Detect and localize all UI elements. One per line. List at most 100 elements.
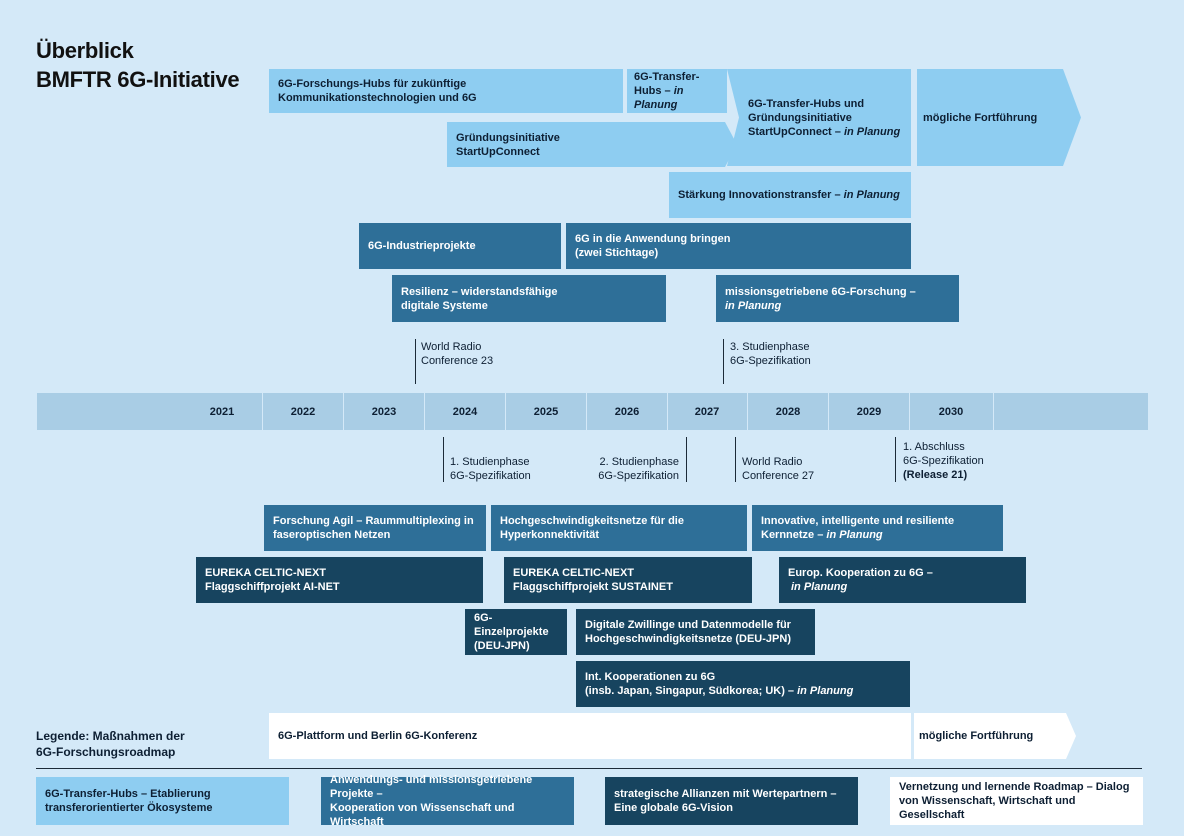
innovationstransfer-planning: in Planung — [843, 189, 900, 201]
kernnetze-planning: in Planung — [826, 529, 883, 541]
innovationstransfer-label: Stärkung Innovationstransfer – — [678, 189, 844, 201]
legend-item-allianzen: strategische Allianzen mit Wertepartnern… — [605, 777, 858, 825]
kernnetze-line-1: Innovative, intelligente und resiliente — [761, 515, 955, 527]
legend-item-vernetzung: Vernetzung und lernende Roadmap – Dialog… — [890, 777, 1143, 825]
year-2028: 2028 — [775, 405, 801, 418]
digitale-zwillinge-bar: Digitale Zwillinge und Datenmodelle für … — [576, 609, 815, 655]
wrc27-line-1: World Radio — [742, 456, 803, 468]
resilienz-line-1: Resilienz – widerstandsfähige — [401, 285, 558, 298]
transfer-gruendung-planning: in Planung — [843, 125, 901, 138]
hochgeschwindigkeit-bar: Hochgeschwindigkeitsnetze für die Hyperk… — [491, 505, 747, 551]
year-separator — [667, 393, 668, 430]
missionsgetrieben-bar: missionsgetriebene 6G-Forschung – in Pla… — [716, 275, 959, 322]
abschluss-line-1: 1. Abschluss — [903, 441, 965, 453]
year-separator — [909, 393, 910, 430]
kernnetze-line-2: Kernnetze – — [761, 529, 827, 541]
sustainet-bar: EUREKA CELTIC-NEXT Flaggschiffprojekt SU… — [504, 557, 752, 603]
innovationstransfer-bar: Stärkung Innovationstransfer – in Planun… — [669, 172, 911, 218]
legend-item-projekte: Anwendungs- und missionsgetriebene Proje… — [321, 774, 574, 828]
year-separator — [747, 393, 748, 430]
resilienz-line-2: digitale Systeme — [401, 299, 488, 312]
transfer-hubs-bar: 6G-Transfer- Hubs – in Planung — [627, 69, 727, 113]
abschluss-milestone: 1. Abschluss 6G-Spezifikation (Release 2… — [903, 440, 984, 482]
title-line-1: Überblick — [36, 38, 134, 63]
studienphase1-line-1: 1. Studienphase — [450, 456, 530, 468]
int-kooperationen-bar: Int. Kooperationen zu 6G (insb. Japan, S… — [576, 661, 910, 707]
gruendung-line-2: StartUpConnect — [456, 145, 540, 158]
anwendung-line-2: (zwei Stichtage) — [575, 247, 659, 259]
year-separator — [343, 393, 344, 430]
anwendung-bar: 6G in die Anwendung bringen (zwei Sticht… — [566, 223, 911, 269]
wrc23-line-1: World Radio — [421, 341, 482, 353]
forschung-agil-line-2: faseroptischen Netzen — [273, 529, 391, 541]
int-kooperationen-planning: in Planung — [797, 685, 854, 697]
fortfuehrung-top-arrow-shape — [917, 69, 1081, 166]
legend-item-3-line-2: Eine globale 6G-Vision — [614, 802, 733, 814]
year-separator — [993, 393, 994, 430]
sustainet-line-1: EUREKA CELTIC-NEXT — [513, 567, 634, 579]
studienphase3-line-2: 6G-Spezifikation — [730, 355, 811, 367]
europ-kooperation-line-1: Europ. Kooperation zu 6G – — [788, 567, 933, 579]
int-kooperationen-line-1: Int. Kooperationen zu 6G — [585, 671, 716, 683]
forschung-agil-line-1: Forschung Agil – Raummultiplexing in — [273, 515, 474, 527]
legend-divider — [36, 768, 1142, 769]
year-2030: 2030 — [938, 405, 964, 418]
hochgeschwindigkeit-line-1: Hochgeschwindigkeitsnetze für die — [500, 515, 684, 527]
studienphase2-line-2: 6G-Spezifikation — [598, 470, 679, 482]
ai-net-line-1: EUREKA CELTIC-NEXT — [205, 567, 326, 579]
fortfuehrung-bottom-arrow-shape — [914, 713, 1076, 759]
kernnetze-bar: Innovative, intelligente und resiliente … — [752, 505, 1003, 551]
fortfuehrung-bottom-label: mögliche Fortführung — [919, 730, 1034, 742]
plattform-bar: 6G-Plattform und Berlin 6G-Konferenz — [269, 713, 911, 759]
studienphase2-milestone: 2. Studienphase 6G-Spezifikation — [580, 455, 679, 483]
abschluss-line-2: 6G-Spezifikation — [903, 455, 984, 467]
einzelprojekte-line-1: 6G-Einzelprojekte — [474, 612, 549, 638]
wrc27-line-2: Conference 27 — [742, 470, 815, 482]
year-separator — [424, 393, 425, 430]
legend-item-transfer-hubs: 6G-Transfer-Hubs – Etablierung transfero… — [36, 777, 289, 825]
ai-net-bar: EUREKA CELTIC-NEXT Flaggschiffprojekt AI… — [196, 557, 483, 603]
legend-title: Legende: Maßnahmen der 6G-Forschungsroad… — [36, 728, 185, 760]
transfer-gruendung-line-1: 6G-Transfer-Hubs und — [748, 97, 865, 110]
year-2026: 2026 — [614, 405, 640, 418]
wrc27-line — [735, 437, 736, 482]
studienphase2-line — [686, 437, 687, 482]
studienphase1-milestone: 1. Studienphase 6G-Spezifikation — [450, 455, 531, 483]
europ-kooperation-planning: in Planung — [791, 581, 848, 593]
legend-item-1-line-2: transferorientierter Ökosysteme — [45, 802, 213, 814]
ai-net-line-2: Flaggschiffprojekt AI-NET — [205, 581, 340, 593]
year-2023: 2023 — [371, 405, 397, 418]
legend-item-4-line-2: von Wissenschaft, Wirtschaft und Gesells… — [899, 795, 1076, 821]
forschungs-hubs-line-1: 6G-Forschungs-Hubs für zukünftige — [278, 78, 467, 90]
year-separator — [586, 393, 587, 430]
digitale-zwillinge-line-2: Hochgeschwindigkeitsnetze (DEU-JPN) — [585, 633, 791, 645]
einzelprojekte-line-2: (DEU-JPN) — [474, 640, 530, 652]
fortfuehrung-top-label: mögliche Fortführung — [923, 111, 1038, 124]
wrc27-milestone: World Radio Conference 27 — [742, 455, 814, 483]
studienphase3-line-1: 3. Studienphase — [730, 341, 810, 353]
abschluss-line — [895, 437, 896, 482]
year-2027: 2027 — [694, 405, 720, 418]
digitale-zwillinge-line-1: Digitale Zwillinge und Datenmodelle für — [585, 619, 791, 631]
anwendung-line-1: 6G in die Anwendung bringen — [575, 233, 731, 245]
einzelprojekte-bar: 6G-Einzelprojekte (DEU-JPN) — [465, 609, 567, 655]
gruendung-line-1: Gründungsinitiative — [456, 131, 560, 144]
sustainet-line-2: Flaggschiffprojekt SUSTAINET — [513, 581, 673, 593]
studienphase3-line — [723, 339, 724, 384]
legend-item-3-line-1: strategische Allianzen mit Wertepartnern… — [614, 788, 837, 800]
europ-kooperation-bar: Europ. Kooperation zu 6G – in Planung — [779, 557, 1026, 603]
transfer-gruendung-line-2: Gründungsinitiative — [748, 111, 852, 124]
year-2022: 2022 — [290, 405, 316, 418]
wrc23-line — [415, 339, 416, 384]
gruendung-bar: Gründungsinitiative StartUpConnect — [447, 122, 725, 167]
legend-item-4-line-1: Vernetzung und lernende Roadmap – Dialog — [899, 781, 1130, 793]
legend-item-2-line-2: Kooperation von Wissenschaft und Wirtsch… — [330, 802, 515, 828]
missionsgetrieben-planning: in Planung — [725, 299, 782, 312]
transfer-hubs-line-1: 6G-Transfer- — [634, 71, 700, 83]
hochgeschwindigkeit-line-2: Hyperkonnektivität — [500, 529, 600, 541]
studienphase1-line-2: 6G-Spezifikation — [450, 470, 531, 482]
title-line-2: BMFTR 6G-Initiative — [36, 67, 240, 92]
wrc23-milestone: World Radio Conference 23 — [421, 340, 493, 368]
legend-title-line-1: Legende: Maßnahmen der — [36, 729, 185, 743]
year-separator — [505, 393, 506, 430]
